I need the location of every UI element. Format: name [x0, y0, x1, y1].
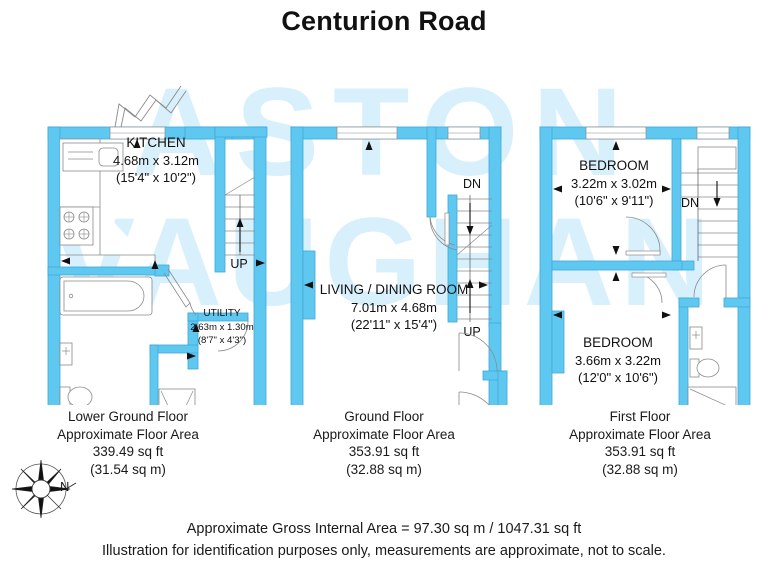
- svg-text:(22'11" x 15'4"): (22'11" x 15'4"): [351, 317, 437, 332]
- stair-label-up-lower-ground: UP: [230, 257, 247, 271]
- shower-icon: [158, 388, 196, 405]
- floor-name: Lower Ground Floor: [67, 409, 189, 424]
- svg-text:4.68m x 3.12m: 4.68m x 3.12m: [113, 153, 199, 168]
- stair-direction-arrow-dn-first: [713, 181, 721, 207]
- svg-text:(12'0" x 10'6"): (12'0" x 10'6"): [578, 370, 658, 385]
- external-steps-icon: [114, 85, 187, 128]
- door-utility: [217, 317, 249, 352]
- windows-first: [585, 126, 730, 140]
- wash-basin-icon-first: [689, 326, 703, 350]
- door-hall-ground: [429, 212, 458, 251]
- room-label-bedroom-2: BEDROOM 3.66m x 3.22m (12'0" x 10'6"): [575, 335, 661, 385]
- room-label-kitchen: KITCHEN 4.68m x 3.12m (15'4" x 10'2"): [113, 135, 199, 185]
- shower-icon-first: [687, 386, 737, 405]
- floor-caption-lower-ground-floor: Lower Ground Floor Approximate Floor Are…: [0, 408, 256, 488]
- floorplan-lower-ground-floor: UP: [47, 85, 268, 405]
- gross-internal-area: Approximate Gross Internal Area = 97.30 …: [186, 521, 582, 537]
- bathroom-walls: [47, 264, 249, 405]
- svg-text:UTILITY: UTILITY: [203, 308, 241, 319]
- door-bedroom-1: [625, 216, 661, 256]
- sink-icon: [62, 142, 124, 172]
- svg-text:(10'6" x 9'11"): (10'6" x 9'11"): [575, 193, 654, 208]
- door-entry-upper: [458, 332, 498, 372]
- bath-icon: [59, 276, 153, 316]
- svg-text:3.66m x 3.22m: 3.66m x 3.22m: [575, 353, 661, 368]
- opening-arrows-first: [553, 141, 671, 319]
- floor-plan-stage: ASTON VAUGHAN: [0, 55, 768, 405]
- room-label-utility: UTILITY 2.63m x 1.30m (8'7" x 4'3"): [190, 308, 253, 346]
- opening-arrows-ground: [304, 141, 488, 289]
- floor-area-label: Approximate Floor Area: [569, 426, 711, 442]
- floor-area-sqm: (32.88 sq m): [602, 461, 678, 477]
- disclaimer: Illustration for identification purposes…: [102, 543, 666, 559]
- door-bedroom-2: [631, 272, 667, 304]
- svg-text:LIVING / DINING ROOM: LIVING / DINING ROOM: [320, 282, 469, 297]
- svg-text:BEDROOM: BEDROOM: [579, 158, 649, 173]
- floor-area-sqft: 353.91 sq ft: [604, 444, 676, 459]
- svg-text:(15'4" x 10'2"): (15'4" x 10'2"): [116, 170, 196, 185]
- floor-captions: Lower Ground Floor Approximate Floor Are…: [0, 408, 768, 488]
- floor-name: Ground Floor: [344, 409, 424, 424]
- stair-direction-arrow-up-lower-ground: [236, 218, 244, 252]
- page-title: Centurion Road: [281, 6, 487, 36]
- floor-area-sqft: 339.49 sq ft: [92, 444, 164, 459]
- floor-area-sqm: (31.54 sq m): [90, 461, 166, 477]
- floor-area-label: Approximate Floor Area: [57, 426, 199, 442]
- svg-text:3.22m x 3.02m: 3.22m x 3.02m: [571, 176, 657, 191]
- compass-rose-icon: [8, 458, 100, 520]
- stair-label-up-ground: UP: [463, 325, 480, 339]
- stair-enclosure-lower-ground: [214, 126, 268, 273]
- door-bathroom-first: [693, 264, 727, 298]
- staircase-first: [681, 146, 738, 261]
- svg-text:7.01m x 4.68m: 7.01m x 4.68m: [351, 300, 437, 315]
- compass-north-label: N: [60, 479, 70, 494]
- floor-area-sqft: 353.91 sq ft: [348, 444, 420, 459]
- room-label-bedroom-1: BEDROOM 3.22m x 3.02m (10'6" x 9'11"): [571, 158, 657, 208]
- floor-caption-ground-floor: Ground Floor Approximate Floor Area 353.…: [256, 408, 512, 488]
- windows-ground: [336, 126, 481, 140]
- toilet-icon-first: [689, 358, 720, 378]
- hob-icon: [59, 206, 94, 246]
- floor-caption-first-floor: First Floor Approximate Floor Area 353.9…: [512, 408, 768, 488]
- floorplan-first-floor: DN: [539, 126, 751, 405]
- staircase-ground: [447, 194, 493, 323]
- svg-text:BEDROOM: BEDROOM: [583, 335, 653, 350]
- svg-text:2.63m x 1.30m: 2.63m x 1.30m: [190, 322, 253, 333]
- floor-area-sqm: (32.88 sq m): [346, 461, 422, 477]
- door-bathroom: [163, 268, 197, 316]
- room-label-living-dining: LIVING / DINING ROOM 7.01m x 4.68m (22'1…: [320, 282, 469, 332]
- toilet-icon: [59, 386, 93, 405]
- floorplan-ground-floor: DN UP LIVING / DINING ROOM 7.01m x 4.68m…: [290, 126, 508, 405]
- svg-text:(8'7" x 4'3"): (8'7" x 4'3"): [198, 335, 246, 346]
- door-entry-lower: [458, 391, 490, 405]
- floor-name: First Floor: [609, 409, 671, 424]
- stair-label-dn-ground: DN: [463, 177, 481, 191]
- wash-basin-icon: [59, 342, 73, 366]
- footer: Approximate Gross Internal Area = 97.30 …: [0, 518, 768, 562]
- opening-arrows-lower-ground: [61, 139, 265, 360]
- stair-label-dn-first: DN: [681, 196, 699, 210]
- windows-lower-ground: [109, 126, 166, 140]
- svg-text:KITCHEN: KITCHEN: [126, 135, 185, 150]
- floor-area-label: Approximate Floor Area: [313, 426, 455, 442]
